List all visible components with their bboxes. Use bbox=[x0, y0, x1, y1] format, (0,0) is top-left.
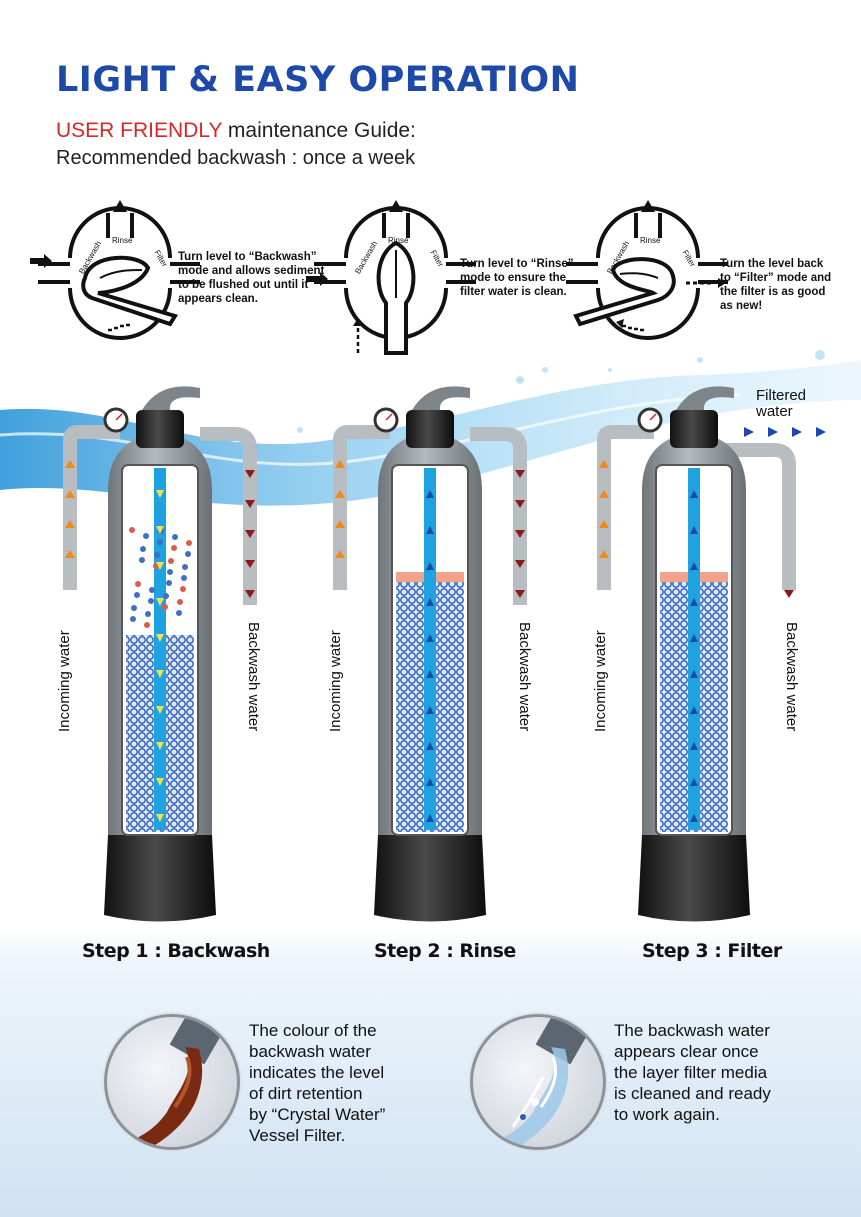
step-2-label: Step 2 : Rinse bbox=[374, 940, 516, 962]
backwash-water-label: Backwash water bbox=[783, 622, 800, 732]
note-clear-water: The backwash water appears clear once th… bbox=[614, 1021, 771, 1124]
incoming-water-label: Incoming water bbox=[592, 630, 609, 732]
backwash-water-label: Backwash water bbox=[245, 622, 262, 732]
valve-diagram-rinse: Backwash Rinse Filter bbox=[306, 198, 476, 355]
tank-backwash bbox=[50, 380, 310, 940]
valve-label-rinse: Rinse bbox=[388, 236, 409, 245]
valve-diagram-filter: Backwash Rinse Filter bbox=[558, 198, 728, 348]
step-1-label: Step 1 : Backwash bbox=[82, 940, 270, 962]
page-title: LIGHT & EASY OPERATION bbox=[56, 60, 580, 100]
tank-backwash-graphic bbox=[63, 386, 257, 922]
filtered-water-label: Filtered water bbox=[756, 387, 807, 420]
dirty-water-stream-icon bbox=[127, 1017, 225, 1147]
backwash-water-label: Backwash water bbox=[516, 622, 533, 732]
clear-water-photo bbox=[470, 1014, 606, 1150]
valve-label-rinse: Rinse bbox=[112, 236, 133, 245]
subtitle-line-1: USER FRIENDLY maintenance Guide: bbox=[56, 119, 416, 143]
tank-filter bbox=[584, 380, 844, 940]
tank-rinse-graphic bbox=[333, 386, 527, 922]
tank-rinse bbox=[320, 380, 580, 940]
step-3-label: Step 3 : Filter bbox=[642, 940, 782, 962]
instruction-backwash: Turn level to “Backwash” mode and allows… bbox=[178, 251, 325, 305]
valve-backwash-graphic bbox=[30, 200, 200, 340]
incoming-water-label: Incoming water bbox=[56, 630, 73, 732]
valve-label-rinse: Rinse bbox=[640, 236, 661, 245]
valve-diagram-backwash: Backwash Rinse Filter bbox=[30, 198, 200, 348]
subtitle-line-2: Recommended backwash : once a week bbox=[56, 147, 416, 169]
tank-filter-graphic bbox=[597, 386, 826, 922]
dirty-water-photo bbox=[104, 1014, 240, 1150]
instruction-filter: Turn the level back to “Filter” mode and… bbox=[720, 258, 832, 312]
subtitle-rest: maintenance Guide: bbox=[222, 119, 416, 142]
valve-filter-graphic bbox=[566, 200, 728, 340]
subtitle-highlight: USER FRIENDLY bbox=[56, 119, 223, 142]
incoming-water-label: Incoming water bbox=[327, 630, 344, 732]
instruction-rinse: Turn level to “Rinse” mode to ensure the… bbox=[460, 258, 574, 298]
clear-water-stream-icon bbox=[493, 1017, 591, 1147]
note-dirty-water: The colour of the backwash water indicat… bbox=[249, 1021, 386, 1145]
valve-rinse-graphic bbox=[306, 200, 476, 355]
